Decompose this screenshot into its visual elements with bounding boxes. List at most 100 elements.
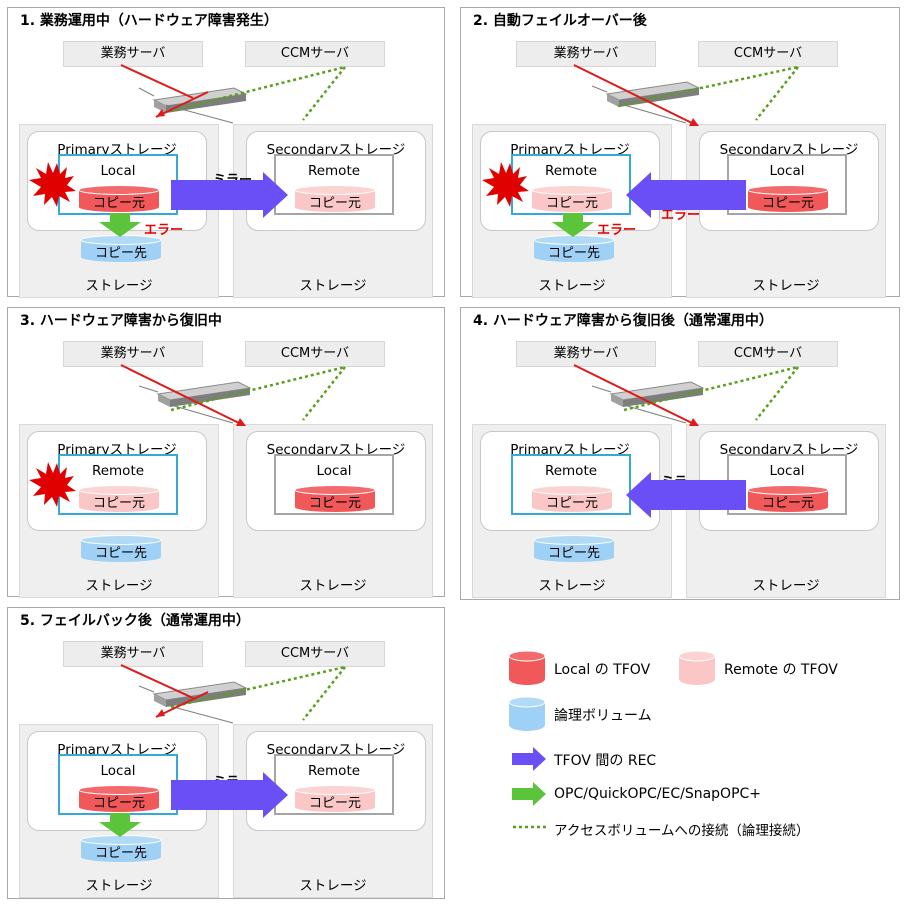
- network-switch-icon: [152, 87, 248, 113]
- copy-source-cylinder: コピー元: [78, 785, 160, 813]
- ccm-server: CCMサーバ: [245, 341, 385, 367]
- copy-source-cylinder: コピー元: [531, 485, 613, 513]
- rec-arrow: [626, 472, 746, 518]
- legend-remote-tfov: Remote の TFOV: [724, 662, 838, 678]
- copy-source-label: コピー元: [761, 496, 814, 511]
- storage-label: ストレージ: [752, 578, 820, 594]
- wire-line: [591, 385, 612, 393]
- ccm-server: CCMサーバ: [245, 41, 385, 67]
- copy-source-label: コピー元: [92, 496, 145, 511]
- panel-4-connections: [573, 364, 799, 518]
- storage-label: ストレージ: [538, 578, 606, 594]
- server-io-line: [120, 664, 194, 699]
- rec-legend-arrow: [512, 747, 546, 771]
- ccm-server: CCMサーバ: [698, 41, 838, 67]
- copy-source-cylinder: コピー元: [747, 485, 829, 513]
- panel-title: 1. 業務運用中（ハードウェア障害発生）: [20, 13, 278, 29]
- remote-tfov-swatch: [678, 650, 716, 685]
- volume-label: Local: [769, 463, 805, 479]
- business-server: 業務サーバ: [63, 341, 203, 367]
- wire-line: [138, 87, 155, 97]
- opc-arrow: [99, 213, 141, 237]
- copy-source-label: コピー元: [761, 196, 814, 211]
- panel-title: 5. フェイルバック後（通常運用中）: [20, 613, 250, 629]
- panel-title: 4. ハードウェア障害から復旧後（通常運用中）: [473, 313, 773, 329]
- logical-connection-line: [755, 366, 799, 421]
- storage-label: ストレージ: [299, 578, 367, 594]
- copy-dest-cylinder: コピー先: [533, 535, 615, 563]
- legend-access: アクセスボリュームへの接続（論理接続）: [554, 823, 810, 839]
- copy-source-label: コピー元: [92, 796, 145, 811]
- logical-connection-line: [755, 66, 799, 121]
- legend-opc: OPC/QuickOPC/EC/SnapOPC+: [554, 786, 762, 802]
- server-io-line: [155, 691, 209, 718]
- ccm-server: CCMサーバ: [245, 641, 385, 667]
- local-volume: Local: [58, 754, 178, 815]
- copy-dest-cylinder: コピー先: [80, 835, 162, 863]
- ccm-server: CCMサーバ: [698, 341, 838, 367]
- server-io-line: [120, 64, 194, 99]
- copy-dest-cylinder: コピー先: [80, 535, 162, 563]
- copy-source-label: コピー元: [308, 796, 361, 811]
- volume-label: Local: [316, 463, 352, 479]
- copy-source-cylinder: コピー元: [747, 185, 829, 213]
- failure-burst-icon: [482, 162, 529, 207]
- business-server: 業務サーバ: [516, 41, 656, 67]
- opc-arrow: [99, 813, 141, 837]
- legend-local-tfov: Local の TFOV: [554, 662, 651, 678]
- panel-1-connections: [29, 64, 346, 237]
- copy-dest-label: コピー先: [547, 546, 600, 561]
- storage-label: ストレージ: [538, 278, 606, 294]
- opc-legend-arrow: [512, 782, 546, 806]
- storage-label: ストレージ: [752, 278, 820, 294]
- logical-connection-line: [617, 65, 799, 108]
- legend-rec: TFOV 間の REC: [554, 753, 657, 769]
- volume-label: Remote: [91, 463, 145, 479]
- panel-2: 2. 自動フェイルオーバー後 業務サーバ CCMサーバ ストレージ ストレージ …: [460, 7, 900, 298]
- legend-logical-volume: 論理ボリューム: [554, 708, 652, 724]
- local-tfov-swatch: [508, 650, 546, 685]
- copy-dest-cylinder: コピー先: [533, 235, 615, 263]
- panel-4: 4. ハードウェア障害から復旧後（通常運用中） 業務サーバ CCMサーバ ストレ…: [460, 307, 900, 600]
- copy-source-cylinder: コピー元: [531, 185, 613, 213]
- storage-label: ストレージ: [85, 578, 153, 594]
- business-server: 業務サーバ: [63, 41, 203, 67]
- business-server: 業務サーバ: [516, 341, 656, 367]
- opc-arrow: [552, 213, 594, 237]
- rec-arrow: [171, 172, 288, 218]
- wire-line: [591, 85, 608, 93]
- panel-title: 3. ハードウェア障害から復旧中: [20, 313, 222, 329]
- volume-label: Remote: [307, 763, 361, 779]
- copy-dest-label: コピー先: [94, 546, 147, 561]
- copy-source-label: コピー元: [545, 196, 598, 211]
- storage-label: ストレージ: [85, 878, 153, 894]
- logical-connection-line: [302, 666, 346, 721]
- wire-line: [138, 685, 155, 693]
- failure-burst-icon: [29, 462, 76, 507]
- failure-burst-icon: [29, 162, 76, 207]
- wire-line: [138, 385, 159, 393]
- legend-symbols: [508, 650, 716, 829]
- wire-line: [623, 104, 687, 124]
- error-label: エラー: [597, 223, 637, 238]
- volume-label: Local: [769, 163, 805, 179]
- copy-source-cylinder: コピー元: [78, 185, 160, 213]
- panel-3-connections: [29, 364, 346, 507]
- panel-1: 1. 業務運用中（ハードウェア障害発生） 業務サーバ CCMサーバ ストレージ …: [7, 7, 445, 298]
- panel-3: 3. ハードウェア障害から復旧中 業務サーバ CCMサーバ ストレージ ストレー…: [7, 307, 445, 598]
- logical-connection-line: [170, 65, 346, 113]
- copy-source-cylinder: コピー元: [78, 485, 160, 513]
- volume-label: Remote: [544, 163, 598, 179]
- logical-volume-swatch: [508, 696, 546, 731]
- copy-source-cylinder: コピー元: [294, 785, 376, 813]
- wire-line: [170, 404, 234, 424]
- logical-connection-line: [302, 66, 346, 121]
- storage-label: ストレージ: [299, 878, 367, 894]
- server-io-line: [573, 364, 697, 426]
- wire-line: [623, 404, 687, 424]
- legend: Local の TFOV Remote の TFOV 論理ボリューム TFOV …: [460, 607, 900, 899]
- copy-dest-label: コピー先: [547, 246, 600, 261]
- copy-dest-label: コピー先: [94, 246, 147, 261]
- panel-5: 5. フェイルバック後（通常運用中） 業務サーバ CCMサーバ ストレージ スト…: [7, 607, 445, 899]
- panel-5-connections: [99, 664, 346, 837]
